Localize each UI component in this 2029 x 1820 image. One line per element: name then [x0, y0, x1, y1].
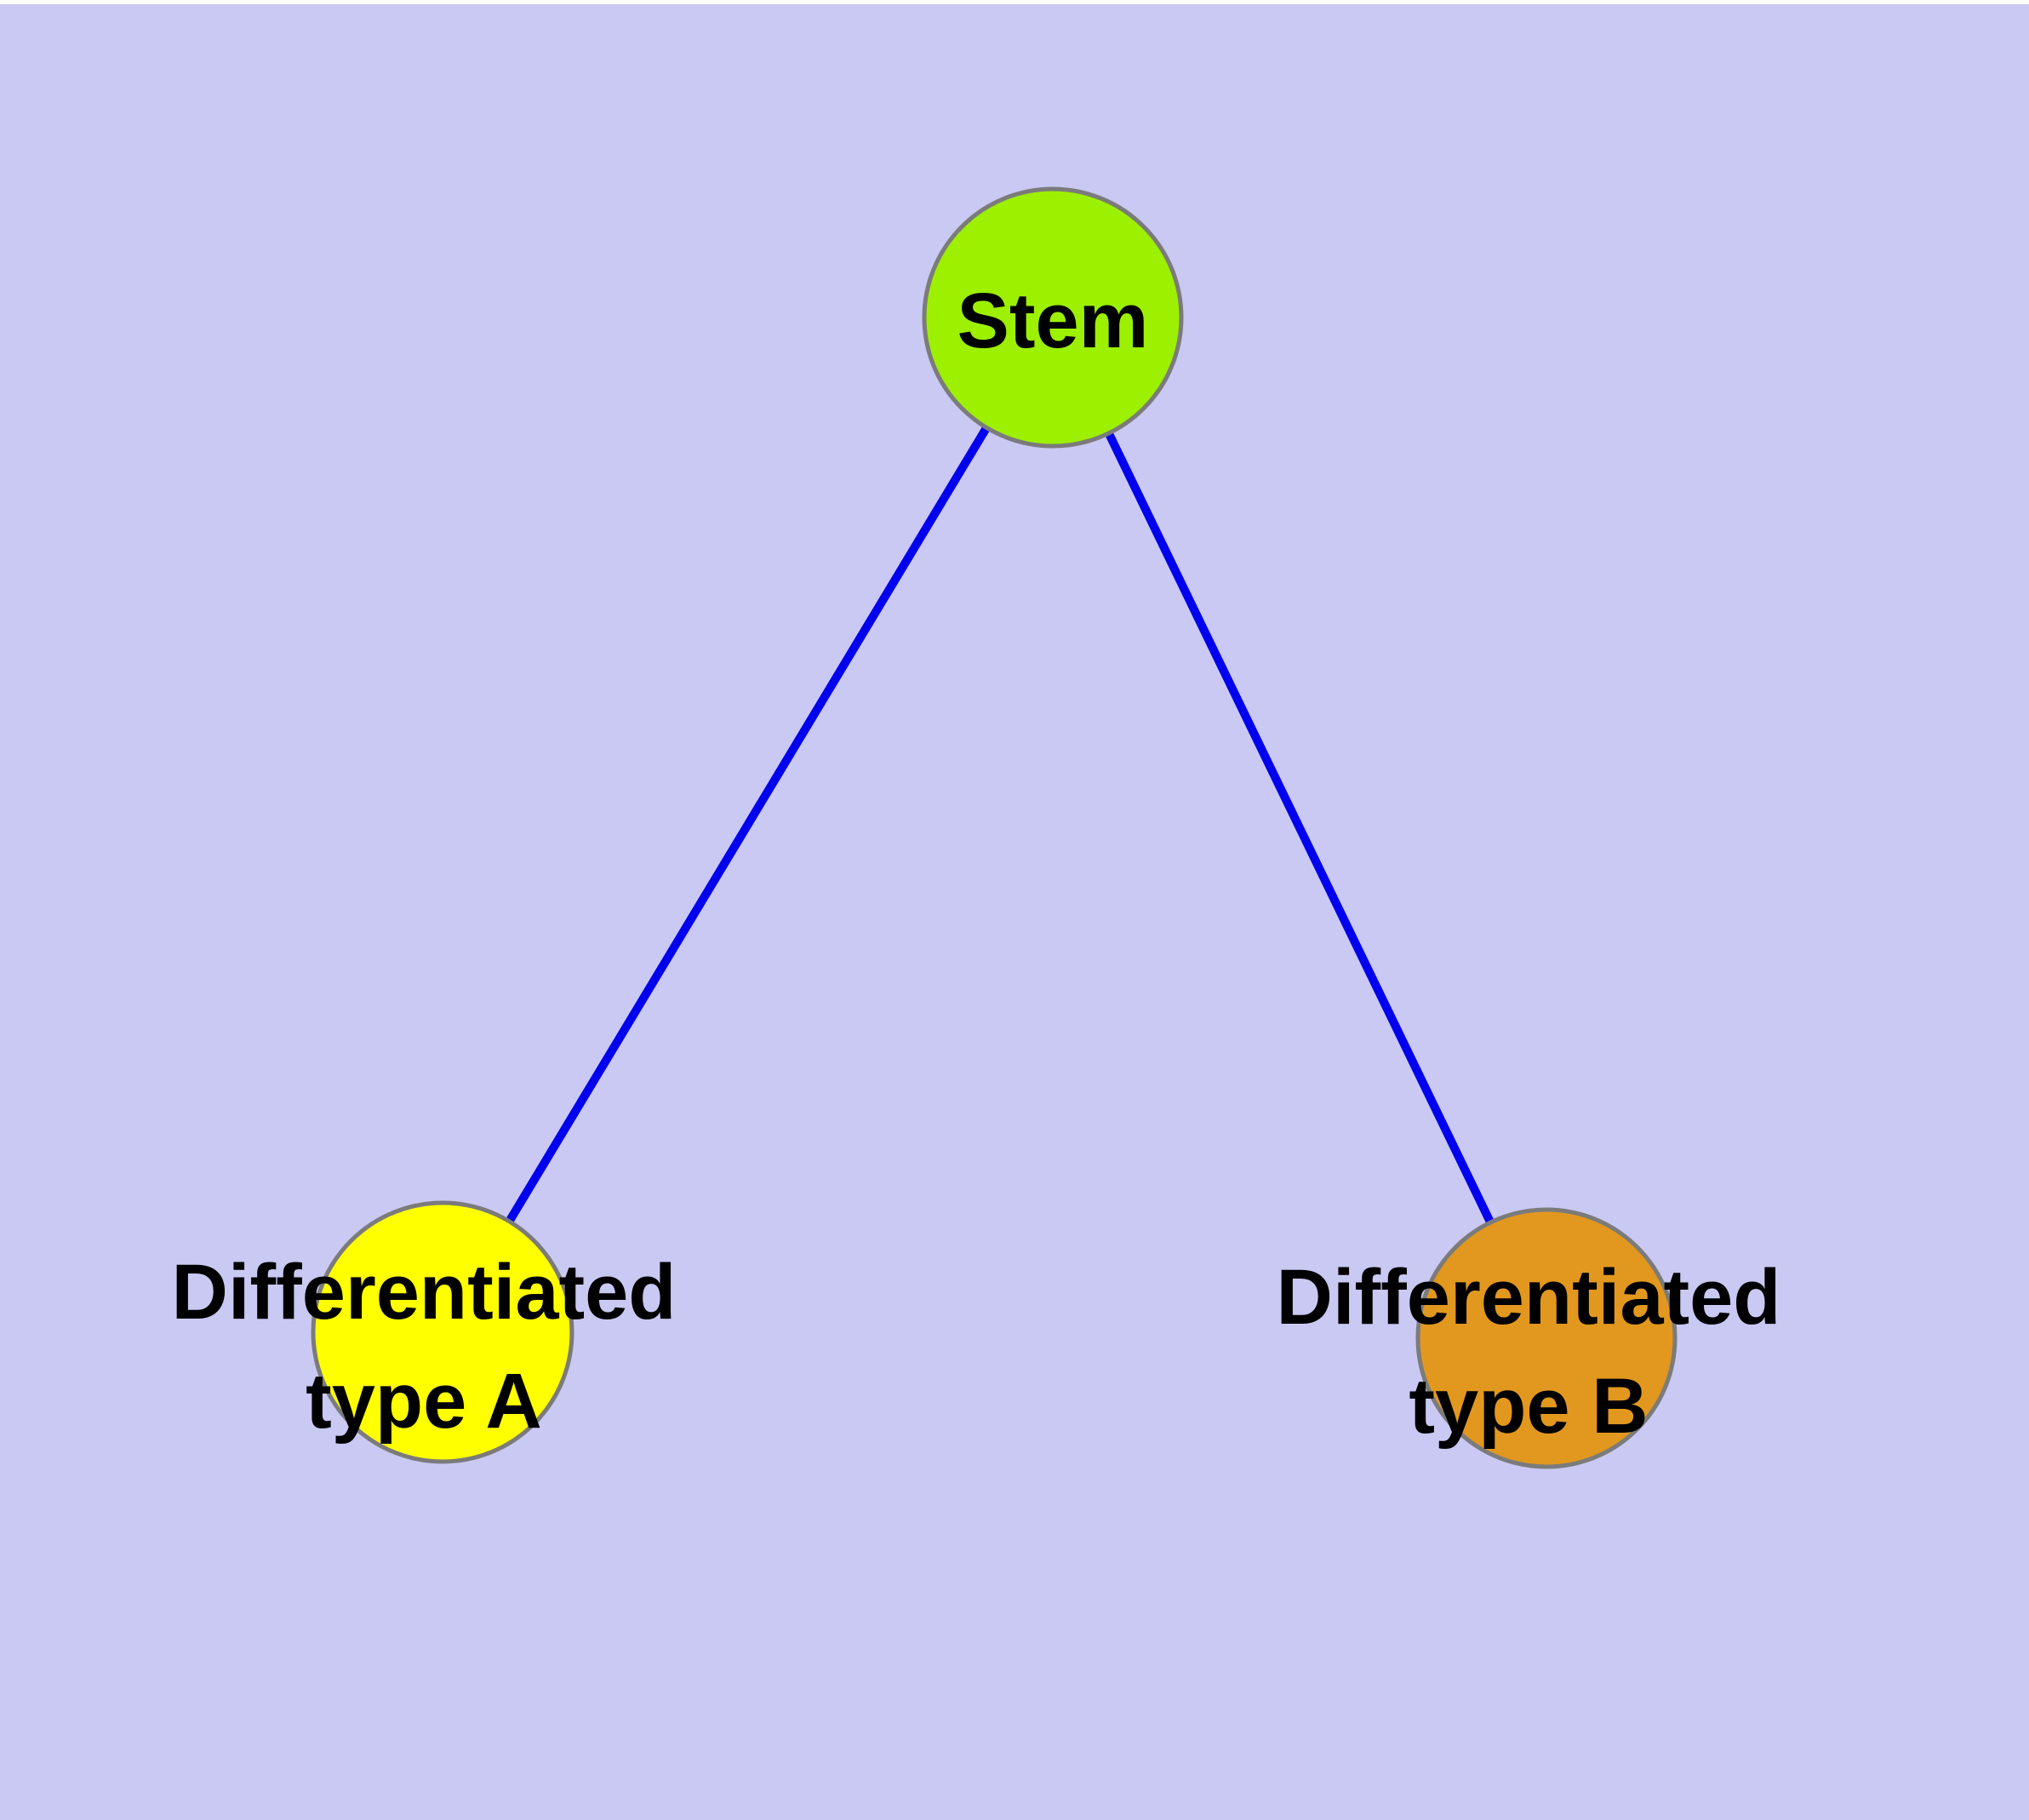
edge-stem-to-type-b: [1049, 315, 1551, 1341]
node-type-a-circle: [311, 1200, 574, 1464]
node-stem-circle: [922, 186, 1184, 449]
node-type-a-label: Differentiated type A: [171, 1249, 677, 1445]
top-edge-strip: [0, 0, 2029, 4]
node-stem-label: Stem: [957, 278, 1149, 364]
edge-stem-to-type-a: [438, 315, 1057, 1335]
node-type-b-label: Differentiated type B: [1276, 1254, 1781, 1450]
node-type-b-circle: [1415, 1207, 1677, 1469]
